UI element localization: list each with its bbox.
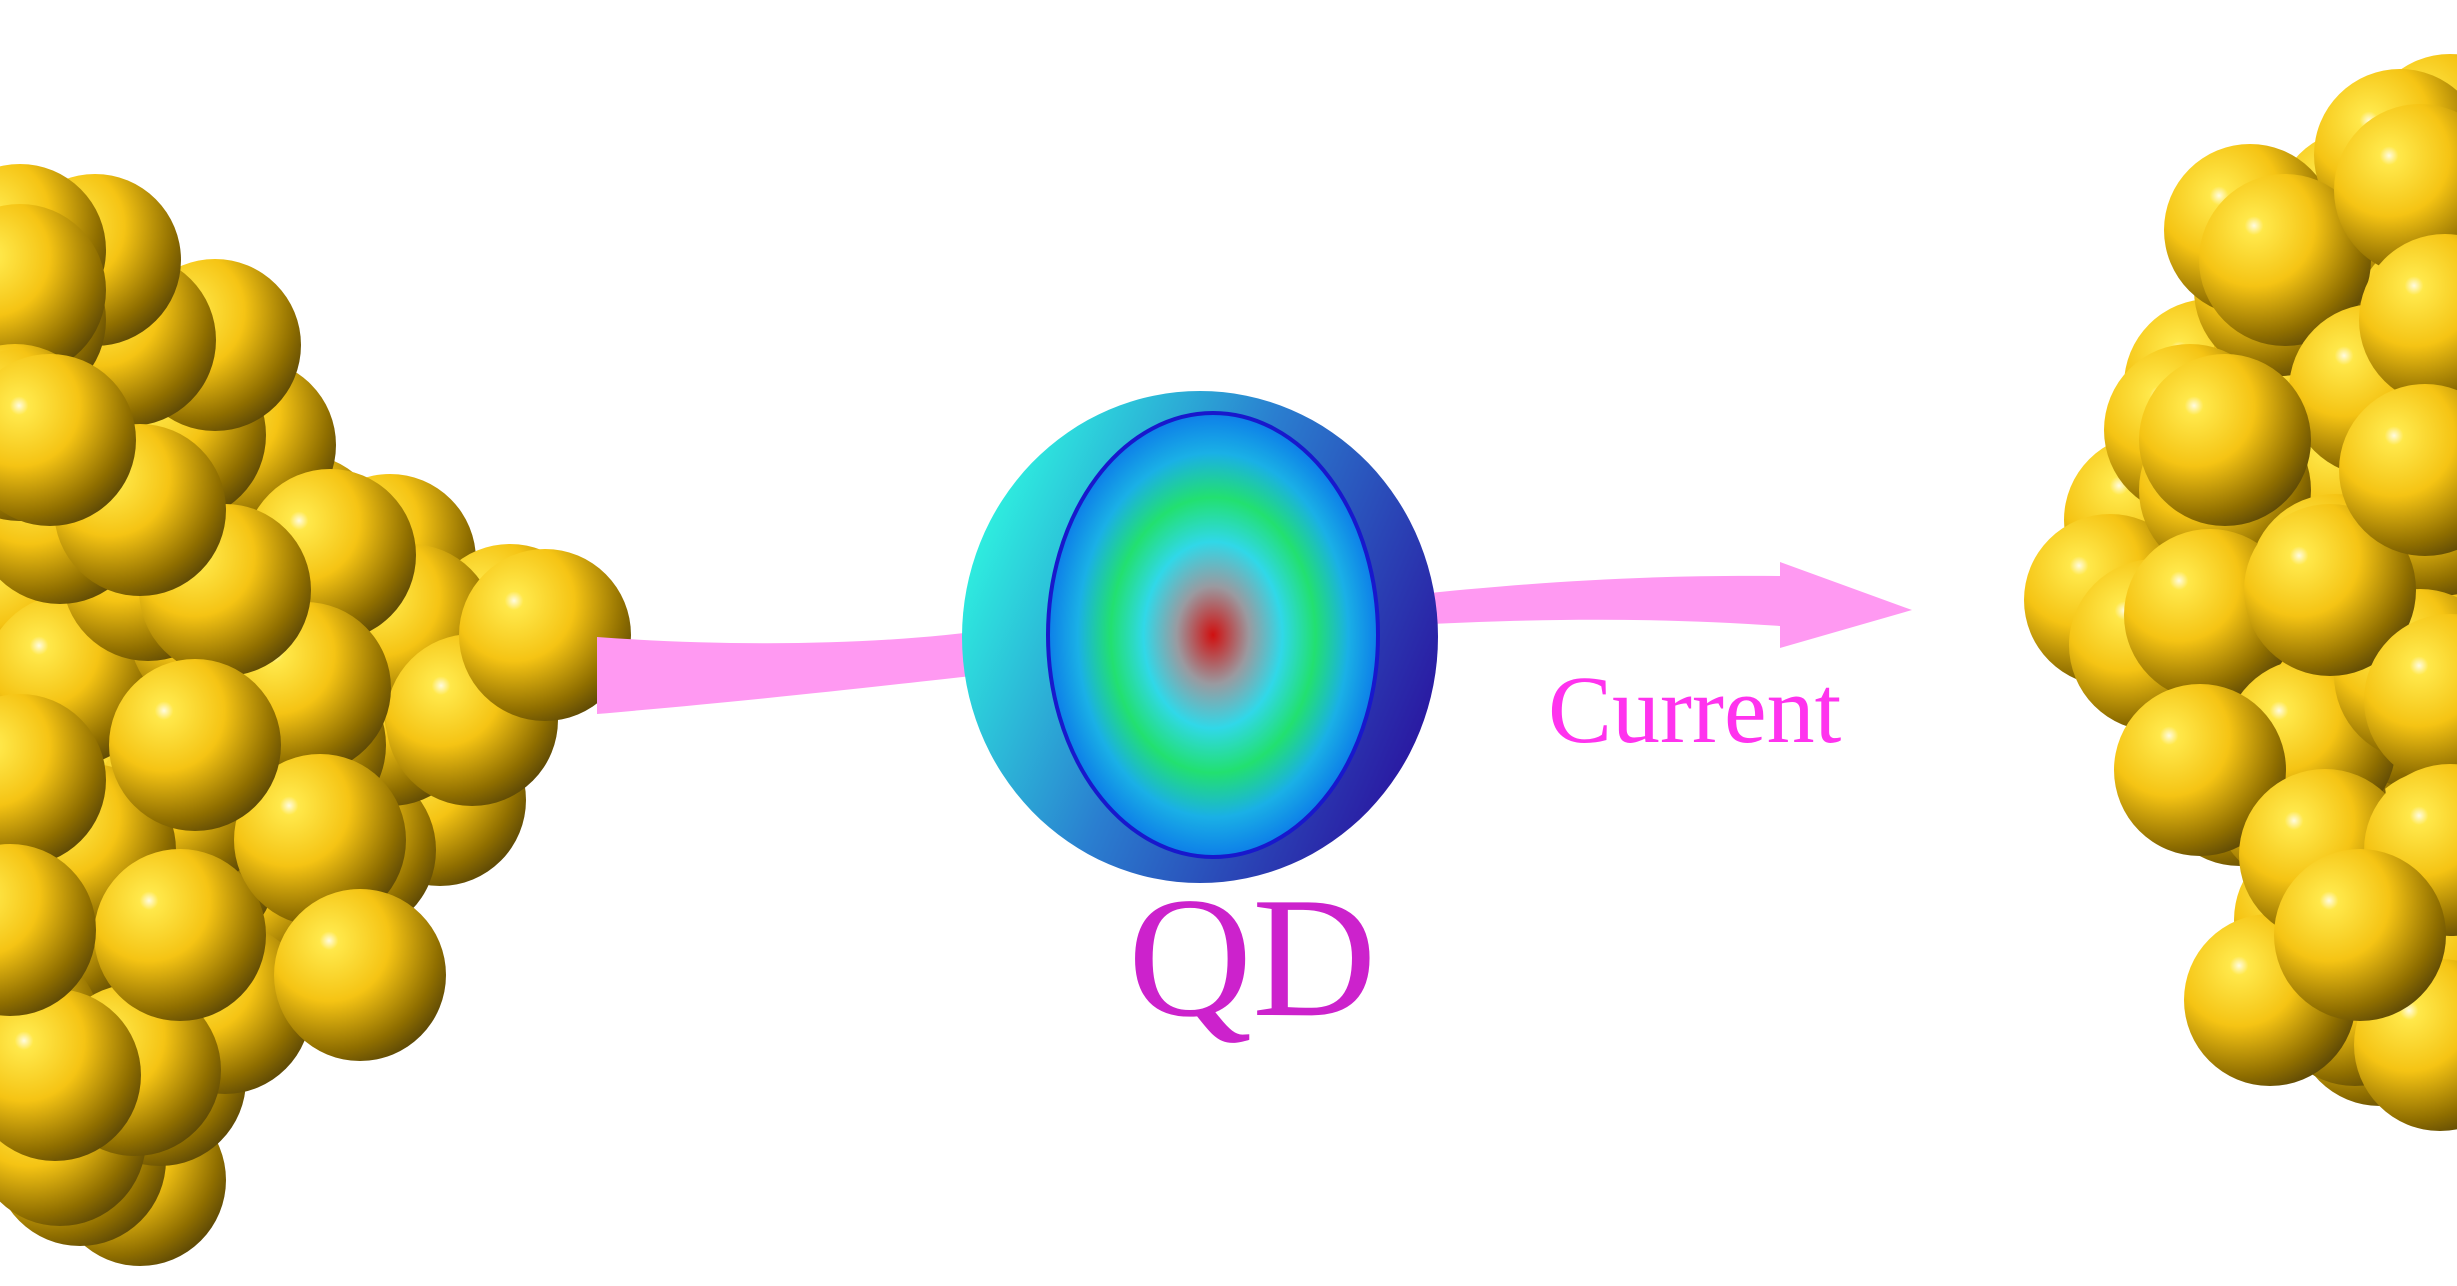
gold-atom xyxy=(2339,384,2457,556)
right-gold-electrode xyxy=(2024,54,2457,1131)
gold-atom xyxy=(0,989,141,1161)
gold-atom xyxy=(459,549,631,721)
gold-atom xyxy=(0,844,96,1016)
current-label: Current xyxy=(1548,656,1842,763)
gold-atom xyxy=(2359,234,2457,406)
gold-atom xyxy=(2364,614,2457,786)
gold-atom xyxy=(234,754,406,926)
gold-atom xyxy=(2244,504,2416,676)
quantum-dot xyxy=(962,391,1438,883)
gold-atom xyxy=(0,204,106,376)
qd-core xyxy=(1046,411,1380,859)
gold-atom xyxy=(94,849,266,1021)
gold-atom xyxy=(2274,849,2446,1021)
qd-label: QD xyxy=(1128,863,1377,1053)
gold-atom xyxy=(2199,174,2371,346)
current-arrow-tail-left xyxy=(597,632,972,714)
left-gold-electrode xyxy=(0,164,631,1266)
gold-atom xyxy=(2334,104,2457,276)
gold-atom xyxy=(2139,354,2311,526)
gold-atom xyxy=(2114,684,2286,856)
gold-atom xyxy=(109,659,281,831)
gold-atom xyxy=(0,694,106,866)
current-arrow-head-right xyxy=(1430,562,1912,648)
gold-atom xyxy=(274,889,446,1061)
gold-atom xyxy=(0,354,136,526)
